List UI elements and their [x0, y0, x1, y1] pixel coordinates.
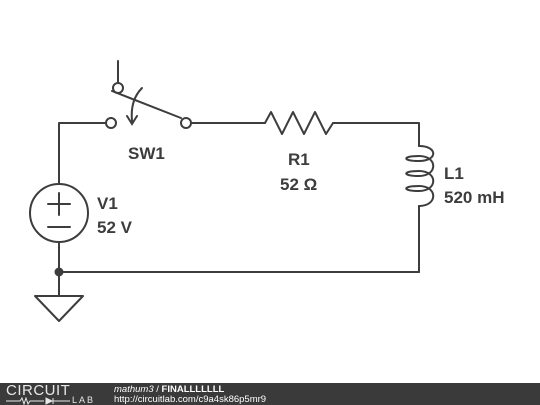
source-value: 52 V [97, 218, 133, 237]
resistor-label: R1 [288, 150, 310, 169]
logo-circuit-icon [6, 397, 70, 405]
switch-label: SW1 [128, 144, 165, 163]
circuit-url[interactable]: http://circuitlab.com/c9a4sk86p5mr9 [114, 394, 267, 405]
ground-symbol [34, 295, 84, 322]
circuit-info: mathum3 / FINALLLLLLL http://circuitlab.… [114, 385, 266, 405]
wire-left-top [58, 122, 106, 185]
circuit-title-line: mathum3 / FINALLLLLLL [114, 385, 266, 395]
wire-resistor-to-inductor [332, 122, 420, 147]
circuit-schematic: SW1 R1 52 Ω L1 520 mH V1 52 V [29, 60, 504, 322]
source-label: V1 [97, 194, 118, 213]
resistor-value: 52 Ω [280, 175, 317, 194]
resistor-r1 [264, 111, 334, 135]
author-name[interactable]: mathum3 [114, 384, 154, 395]
circuitlab-logo[interactable]: CIRCUIT LAB [6, 383, 102, 405]
inductor-value: 520 mH [444, 188, 504, 207]
inductor-l1 [405, 145, 435, 207]
switch-actuation-arrow [130, 87, 143, 122]
logo-text-lab: LAB [72, 395, 96, 405]
inductor-label: L1 [444, 164, 464, 183]
footer-bar: CIRCUIT LAB mathum3 / FINALLLLLLL http:/… [0, 383, 540, 405]
logo-text-circuit: CIRCUIT [6, 382, 71, 399]
source-plus-sign [47, 192, 71, 216]
switch-sw1 [105, 82, 192, 129]
title-separator: / [153, 384, 162, 395]
circuit-name[interactable]: FINALLLLLLL [161, 384, 225, 395]
junction-dot [54, 267, 64, 277]
